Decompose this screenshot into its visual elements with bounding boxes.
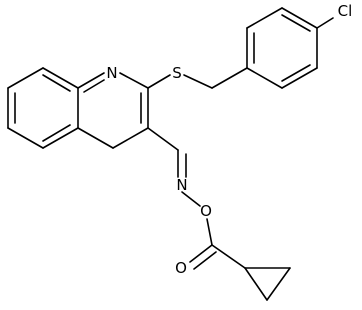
thioether-linker (147, 67, 248, 89)
chlorophenyl-ring (246, 7, 334, 89)
atom-label-nitrogen-ring: N (106, 64, 117, 82)
atom-label-oxygen-carbonyl: O (175, 259, 187, 277)
atom-label-oxygen-ester: O (200, 202, 212, 220)
atom-label-nitrogen-oxime: N (176, 176, 187, 194)
benzo-ring (7, 67, 79, 149)
oxime-ester-chain (147, 127, 246, 270)
atom-label-chlorine: Cl (338, 2, 353, 20)
cyclopropyl-ring (244, 267, 291, 301)
pyridine-ring (77, 72, 149, 149)
atom-label-sulfur: S (172, 64, 182, 82)
